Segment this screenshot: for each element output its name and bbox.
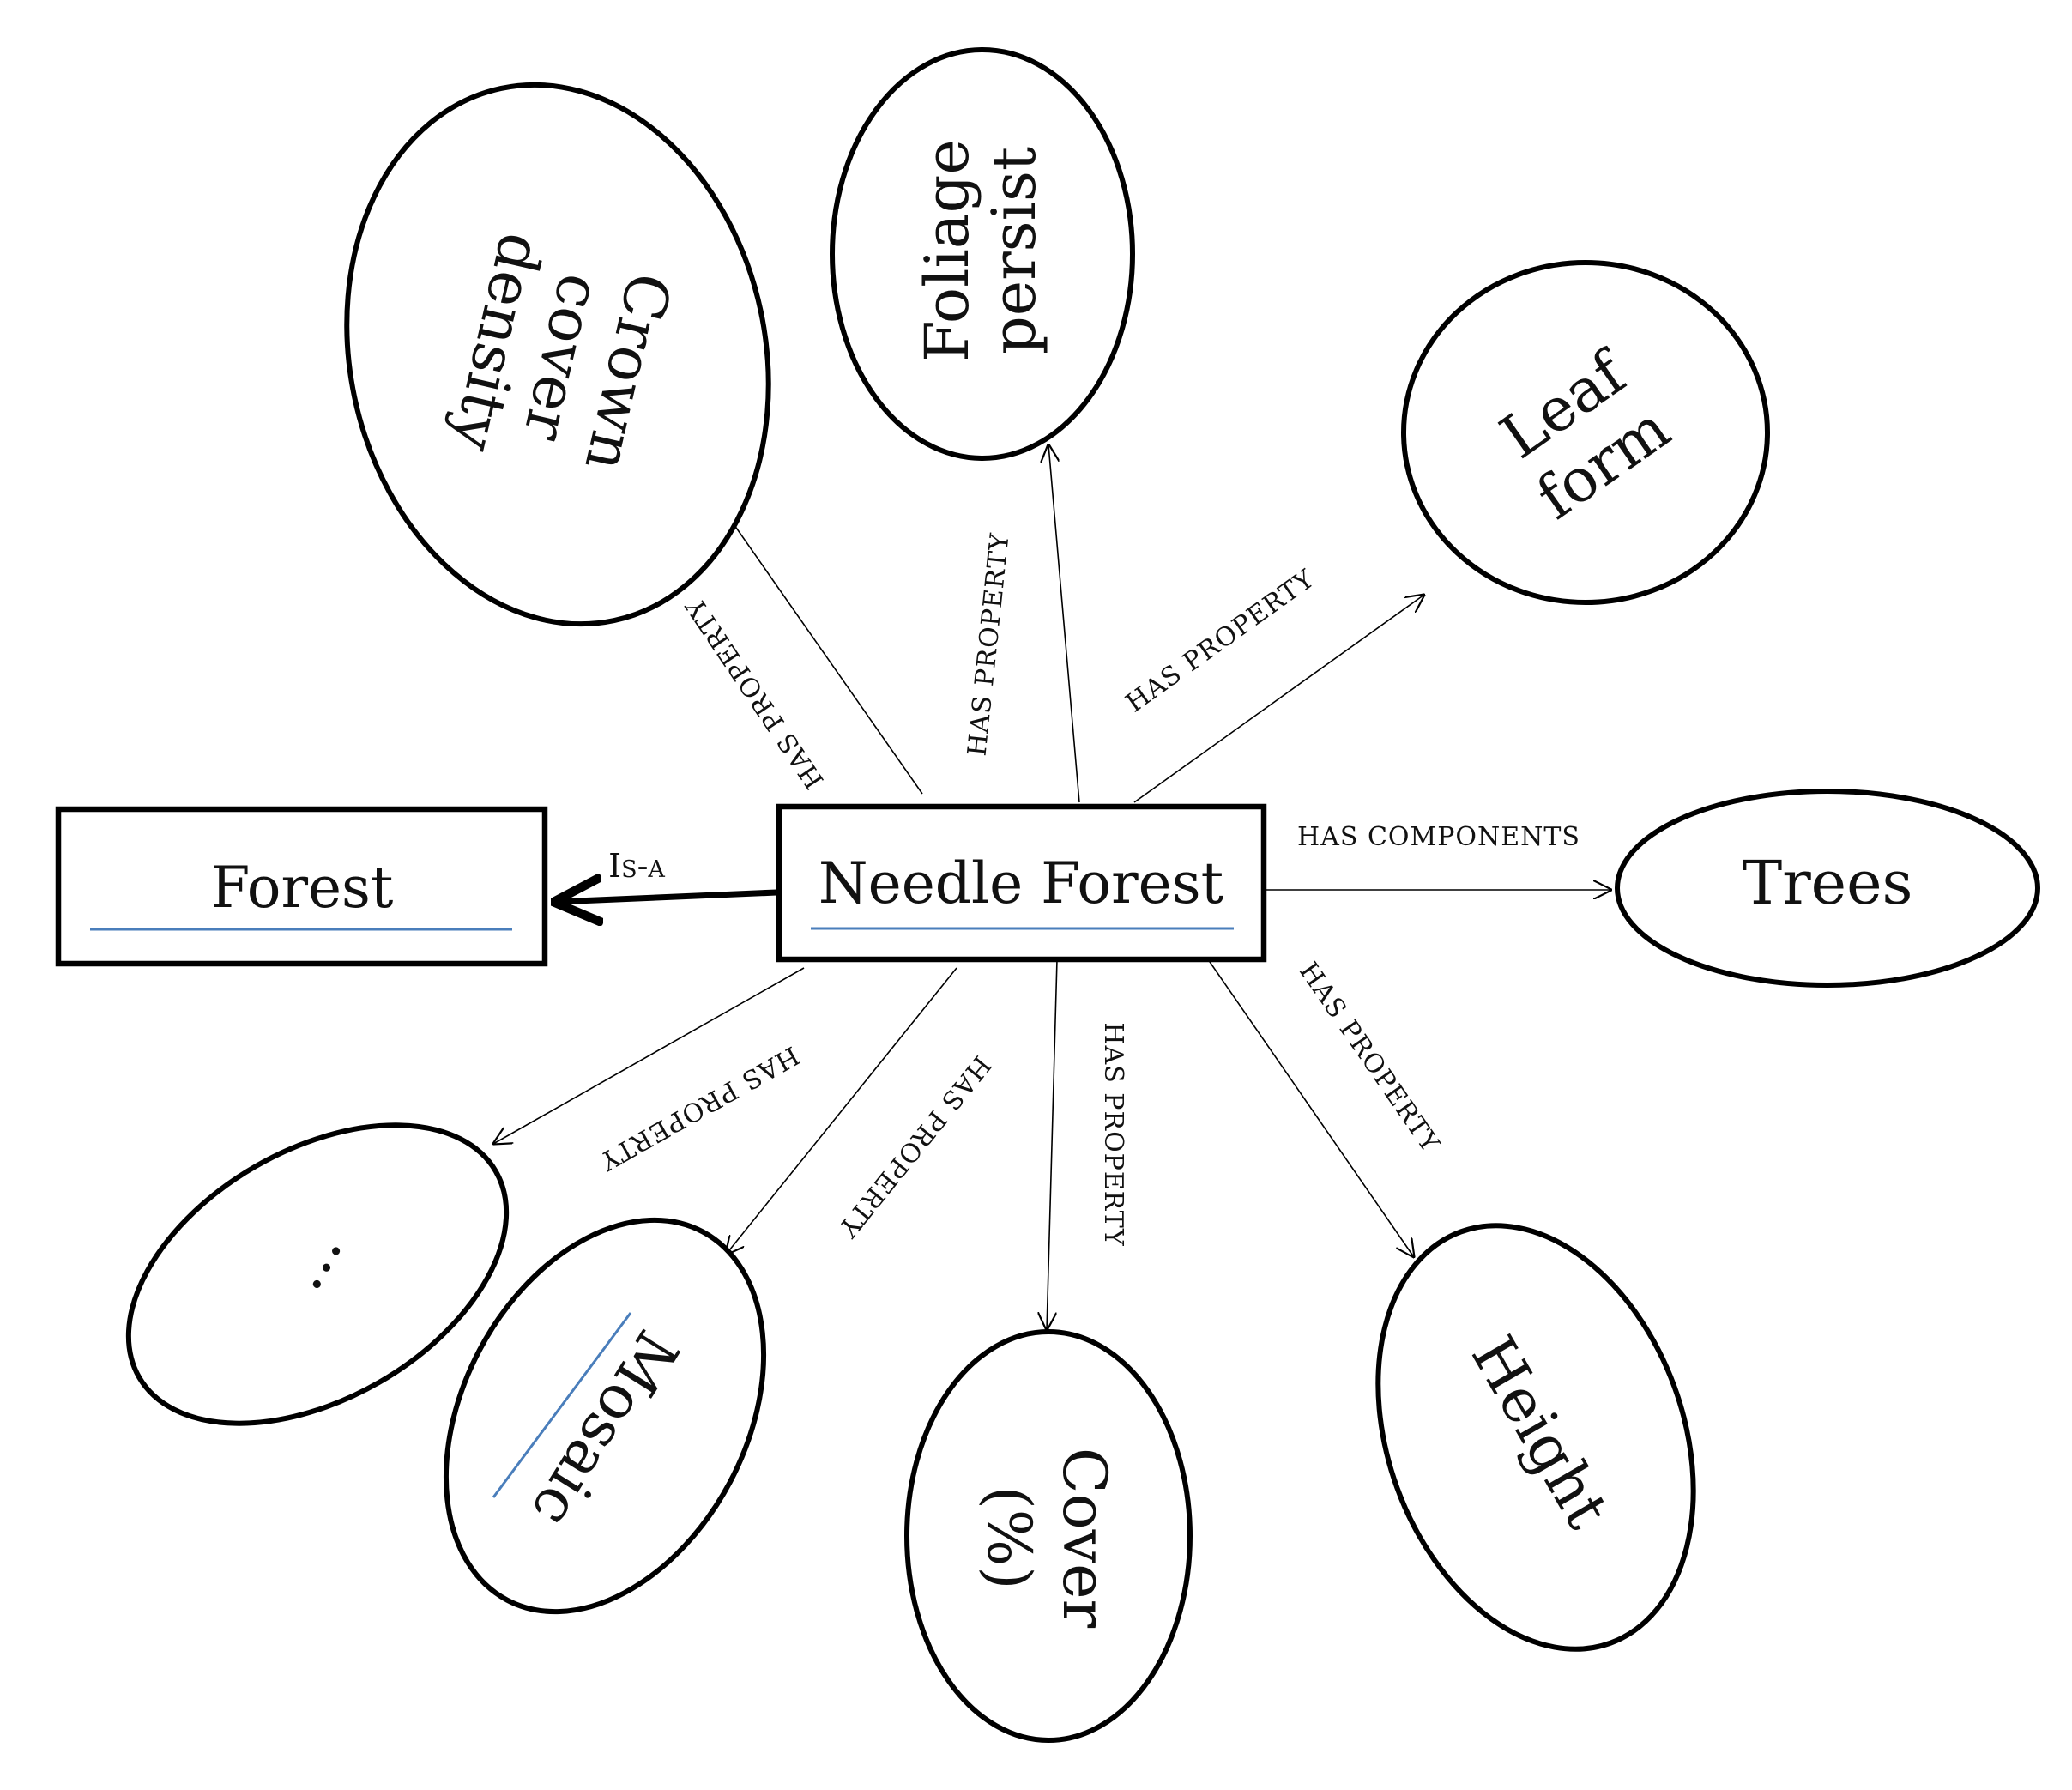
node-forest-label: Forest <box>211 855 394 921</box>
edge-label-is-a: Is-a <box>608 847 665 885</box>
node-trees-label: Trees <box>1743 848 1913 918</box>
edge-mosaic <box>726 967 957 1255</box>
edge-leaf-form <box>1133 595 1424 803</box>
edge-label-mosaic: HAS PROPERTY <box>831 1049 996 1243</box>
node-leaf-form: Leaf form <box>1401 260 1770 605</box>
node-crown-cover-density: Crown cover density <box>344 82 771 627</box>
node-forest: Forest <box>55 806 548 967</box>
node-needle-forest: Needle Forest <box>776 803 1267 963</box>
edge-height <box>1207 958 1414 1257</box>
node-trees: Trees <box>1615 789 2040 988</box>
edge-label-foliage: HAS PROPERTY <box>962 531 1015 758</box>
edge-label-crown-cover: HAS PROPERTY <box>680 591 830 794</box>
edge-label-leaf-form: HAS PROPERTY <box>1121 564 1320 719</box>
edge-label-ellipsis: HAS PROPERTY <box>594 1040 804 1176</box>
node-ellipsis: ... <box>125 1122 510 1426</box>
cover-line-1: Cover <box>1049 1448 1120 1629</box>
node-needle-forest-label: Needle Forest <box>819 850 1223 916</box>
node-mosaic-underline <box>492 1312 632 1498</box>
cover-line-2: (%) <box>974 1485 1044 1589</box>
edge-label-cover: HAS PROPERTY <box>1098 1022 1128 1246</box>
node-mosaic: Mosaic <box>443 1217 767 1615</box>
foliage-line-1: Foliage <box>912 139 982 362</box>
node-foliage-persist: Foliage persist <box>830 47 1135 461</box>
edge-label-height: HAS PROPERTY <box>1293 957 1446 1158</box>
node-height: Height <box>1375 1223 1696 1652</box>
edge-cover <box>1047 958 1058 1330</box>
foliage-line-2: persist <box>979 147 1049 354</box>
edge-label-trees: HAS COMPONENTS <box>1297 822 1580 852</box>
edge-crown-cover <box>716 499 923 795</box>
node-cover-percent: Cover (%) <box>904 1329 1193 1743</box>
edge-isa <box>556 892 777 902</box>
edge-foliage <box>1048 444 1080 803</box>
edge-ellipsis <box>493 967 805 1144</box>
